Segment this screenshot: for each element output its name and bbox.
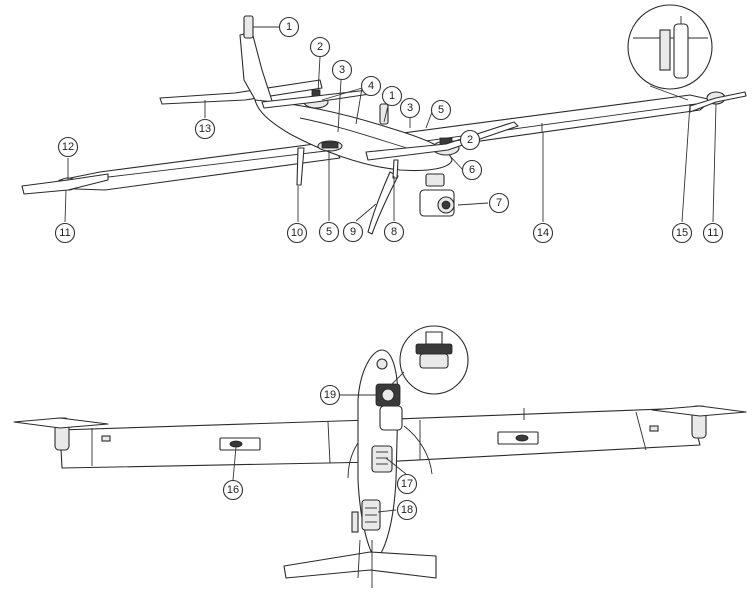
svg-text:14: 14 — [537, 227, 549, 239]
callouts: 1 2 3 4 1 3 5 2 6 7 8 9 5 10 14 15 11 12… — [54, 16, 724, 521]
callout-1-tail-antenna: 1 — [278, 16, 300, 38]
svg-text:12: 12 — [62, 141, 74, 153]
inset-detail-top — [627, 4, 713, 101]
callout-3-front: 3 — [399, 97, 421, 119]
svg-text:7: 7 — [496, 197, 502, 209]
callout-16: 16 — [222, 479, 244, 501]
callout-11-right: 11 — [702, 222, 724, 244]
svg-text:5: 5 — [326, 226, 332, 238]
callout-2-rear-prop: 2 — [309, 36, 331, 58]
belly-vent-upper — [371, 445, 393, 473]
callout-1-center-antenna: 1 — [381, 85, 403, 107]
callout-14: 14 — [532, 222, 554, 244]
leader-lines-bottom — [232, 394, 407, 513]
svg-text:15: 15 — [676, 227, 688, 239]
svg-text:3: 3 — [407, 102, 413, 114]
callout-6: 6 — [461, 159, 483, 181]
svg-text:4: 4 — [368, 80, 374, 92]
tail-gps-antenna — [243, 15, 254, 39]
callout-11-left: 11 — [54, 222, 76, 244]
bottom-left-propeller — [13, 417, 109, 429]
svg-text:19: 19 — [324, 389, 336, 401]
bottom-horizontal-tail — [283, 551, 437, 579]
svg-text:2: 2 — [317, 41, 323, 53]
callout-2-front-prop: 2 — [459, 129, 481, 151]
callout-5-wing: 5 — [318, 221, 340, 243]
callout-18: 18 — [396, 499, 418, 521]
svg-text:5: 5 — [438, 104, 444, 116]
drone-perspective-view — [21, 4, 747, 235]
callout-17: 17 — [396, 473, 418, 495]
svg-text:1: 1 — [389, 90, 395, 102]
svg-text:18: 18 — [401, 504, 413, 516]
bottom-gimbal-camera — [375, 383, 403, 431]
inset-detail-bottom — [391, 325, 469, 395]
bottom-right-propeller — [651, 405, 747, 417]
landing-skid — [367, 171, 399, 235]
bottom-right-skid — [403, 425, 433, 475]
callout-15: 15 — [671, 222, 693, 244]
front-right-propeller — [365, 121, 519, 161]
callout-10: 10 — [286, 222, 308, 244]
svg-text:13: 13 — [199, 123, 211, 135]
callout-5-top: 5 — [430, 99, 452, 121]
gimbal-camera — [419, 173, 455, 217]
callout-13: 13 — [194, 118, 216, 140]
drone-front-view — [13, 325, 747, 588]
svg-text:11: 11 — [59, 227, 70, 239]
svg-text:17: 17 — [401, 478, 413, 490]
svg-text:6: 6 — [469, 164, 475, 176]
callout-8: 8 — [383, 221, 405, 243]
right-tip-propeller — [689, 91, 747, 113]
callout-7: 7 — [488, 192, 510, 214]
belly-vent-lower — [361, 499, 381, 531]
svg-text:11: 11 — [707, 227, 718, 239]
svg-text:8: 8 — [391, 226, 397, 238]
left-landing-leg — [296, 147, 305, 186]
horizontal-tail — [159, 79, 323, 105]
callout-12: 12 — [57, 136, 79, 158]
svg-text:3: 3 — [339, 64, 345, 76]
svg-text:2: 2 — [467, 134, 473, 146]
callout-9: 9 — [342, 221, 364, 243]
svg-text:9: 9 — [350, 226, 356, 238]
callout-19: 19 — [319, 384, 341, 406]
leader-lines-top — [64, 26, 717, 223]
center-antenna — [379, 103, 389, 125]
svg-text:16: 16 — [227, 484, 239, 496]
callout-3-rear: 3 — [331, 59, 353, 81]
svg-text:1: 1 — [286, 21, 292, 33]
svg-text:10: 10 — [291, 227, 303, 239]
callout-4: 4 — [360, 75, 382, 97]
